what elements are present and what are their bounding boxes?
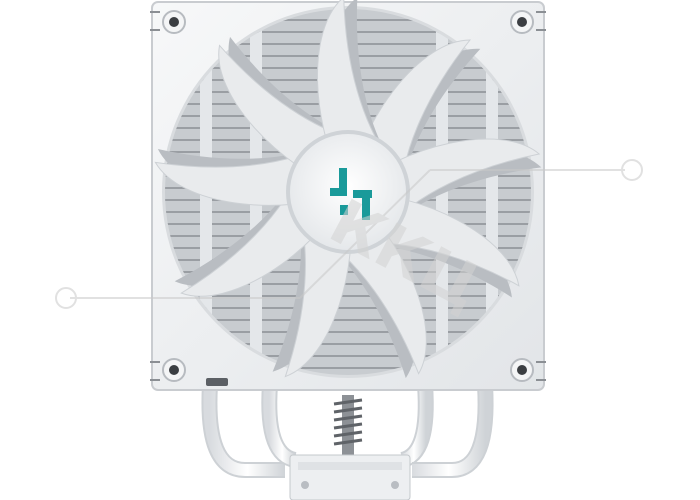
- screw-icon: [162, 10, 186, 34]
- corner-screws: [162, 10, 534, 382]
- fan-clips: [150, 11, 546, 381]
- mounting-spring: [333, 395, 363, 455]
- screw-icon: [510, 358, 534, 382]
- screw-icon: [510, 10, 534, 34]
- heatpipes: [201, 384, 494, 478]
- deepcool-logo-icon: [330, 168, 372, 220]
- screw-icon: [162, 358, 186, 382]
- base-plate: [289, 454, 411, 500]
- fan-cable-port: [206, 378, 228, 386]
